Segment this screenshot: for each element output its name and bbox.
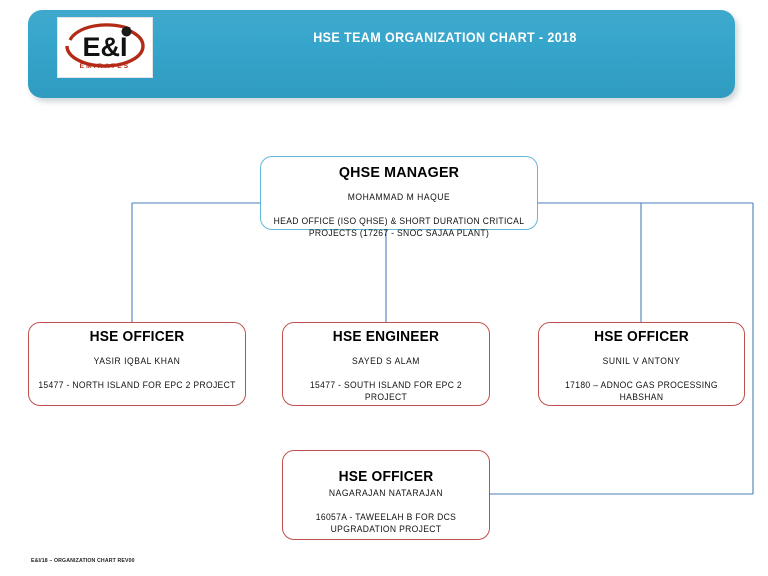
node-title: QHSE MANAGER [338,164,460,181]
node-title: HSE OFFICER [338,469,434,485]
ei-emirates-logo-icon: E&I EMIRATES [64,23,145,70]
svg-text:E&I: E&I [82,32,127,62]
node-hse-officer-habshan[interactable]: HSE OFFICER SUNIL V ANTONY 17180 – ADNOC… [538,322,745,406]
node-person-name: SUNIL V ANTONY [602,356,681,366]
node-hse-engineer-south-island[interactable]: HSE ENGINEER SAYED S ALAM 15477 - SOUTH … [282,322,490,406]
node-person-name: NAGARAJAN NATARAJAN [328,488,444,498]
node-description: 15477 - SOUTH ISLAND FOR EPC 2 PROJECT [309,380,463,402]
node-description: 15477 - NORTH ISLAND FOR EPC 2 PROJECT [38,380,236,390]
node-person-name: SAYED S ALAM [352,356,420,366]
company-logo: E&I EMIRATES [57,17,153,78]
node-hse-officer-taweelah[interactable]: HSE OFFICER NAGARAJAN NATARAJAN 16057A -… [282,450,490,540]
page-title: HSE TEAM ORGANIZATION CHART - 2018 [313,30,577,45]
node-description: 16057A - TAWEELAH B FOR DCS UPGRADATION … [315,512,457,534]
footer-reference-note: E&I/18 – ORGANIZATION CHART REV00 [31,558,135,564]
node-hse-officer-north-island[interactable]: HSE OFFICER YASIR IQBAL KHAN 15477 - NOR… [28,322,246,406]
node-title: HSE OFFICER [89,329,185,345]
node-person-name: MOHAMMAD M HAQUE [347,192,451,202]
node-qhse-manager[interactable]: QHSE MANAGER MOHAMMAD M HAQUE HEAD OFFIC… [260,156,538,238]
node-description: HEAD OFFICE (ISO QHSE) & SHORT DURATION … [273,216,525,238]
node-person-name: YASIR IQBAL KHAN [93,356,181,366]
node-title: HSE ENGINEER [332,329,440,345]
node-title: HSE OFFICER [594,329,689,345]
node-description: 17180 – ADNOC GAS PROCESSING HABSHAN [565,380,718,402]
svg-text:EMIRATES: EMIRATES [80,63,131,70]
